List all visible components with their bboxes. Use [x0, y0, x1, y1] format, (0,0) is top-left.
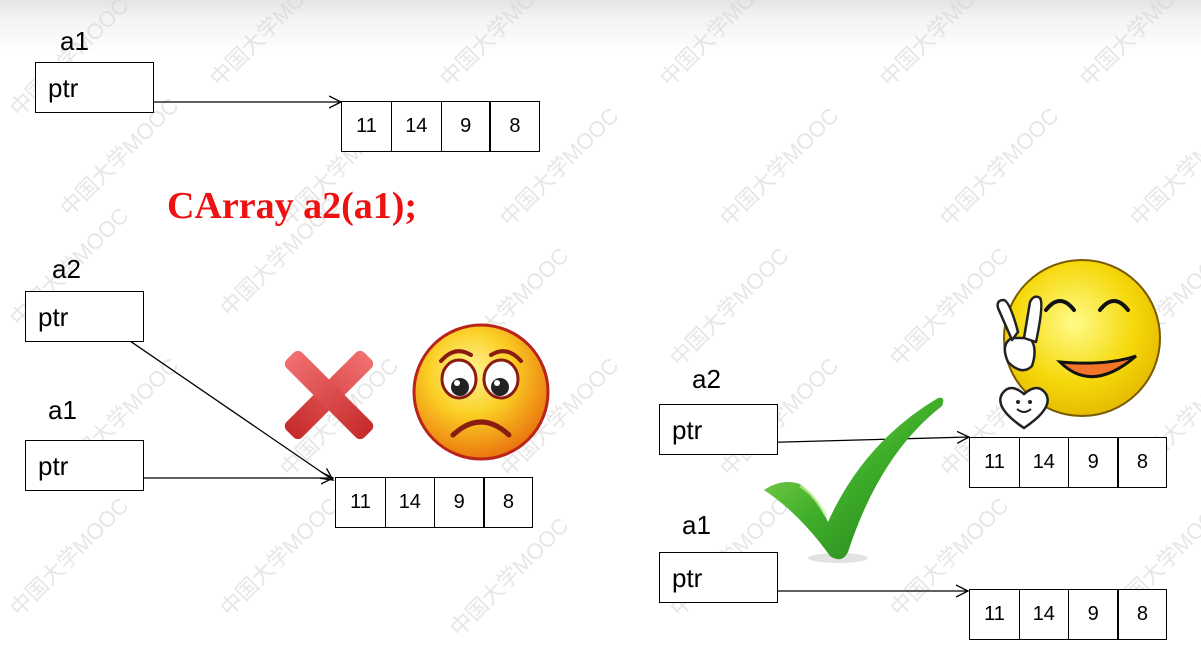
worried-face-icon — [412, 323, 550, 461]
object-label-a2-deep: a2 — [692, 364, 721, 394]
ptr-label: ptr — [672, 415, 703, 445]
object-label-a1-top: a1 — [60, 26, 89, 56]
ptr-box-a2-shallow: ptr — [25, 291, 144, 342]
array-cell: 11 — [969, 589, 1020, 640]
array-cell: 9 — [440, 101, 491, 152]
array-cell: 8 — [1117, 589, 1168, 640]
ptr-label: ptr — [38, 451, 69, 481]
array-cell: 11 — [335, 477, 386, 528]
array-cell: 14 — [1018, 589, 1069, 640]
array-top: 11 14 9 8 — [341, 101, 541, 152]
array-cell: 8 — [483, 477, 534, 528]
array-cell: 14 — [384, 477, 435, 528]
array-cell: 9 — [433, 477, 485, 528]
ptr-box-a2-deep: ptr — [659, 404, 778, 455]
array-cell: 11 — [341, 101, 392, 152]
array-cell: 9 — [1067, 437, 1119, 488]
arrow-shallow-a2 — [113, 329, 333, 480]
array-cell: 14 — [390, 101, 442, 152]
array-cell: 8 — [1117, 437, 1168, 488]
smiling-face-icon — [996, 259, 1161, 430]
ptr-box-a1-deep: ptr — [659, 552, 778, 603]
red-cross-icon — [284, 350, 374, 440]
array-copy-a2: 11 14 9 8 — [969, 437, 1168, 488]
array-original-a1: 11 14 9 8 — [969, 589, 1168, 640]
array-cell: 11 — [969, 437, 1020, 488]
ptr-box-a1-top: ptr — [35, 62, 154, 113]
array-cell: 8 — [489, 101, 541, 152]
ptr-label: ptr — [48, 73, 79, 103]
object-label-a1-shallow: a1 — [48, 395, 77, 425]
green-check-icon — [764, 397, 944, 563]
ptr-box-a1-shallow: ptr — [25, 440, 144, 491]
array-cell: 9 — [1067, 589, 1119, 640]
object-label-a1-deep: a1 — [682, 510, 711, 540]
object-label-a2-shallow: a2 — [52, 254, 81, 284]
array-shared: 11 14 9 8 — [335, 477, 534, 528]
ptr-label: ptr — [38, 302, 69, 332]
code-line: CArray a2(a1); — [167, 185, 418, 227]
arrow-deep-a2 — [748, 437, 969, 443]
ptr-label: ptr — [672, 563, 703, 593]
array-cell: 14 — [1018, 437, 1069, 488]
